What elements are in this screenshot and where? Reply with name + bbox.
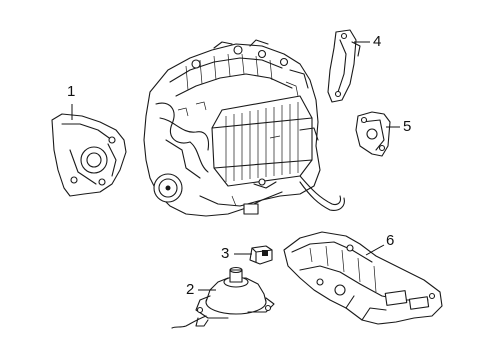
callout-2: 2: [186, 281, 195, 298]
callout-3: 3: [221, 245, 230, 262]
part-4-bracket: [327, 29, 361, 103]
callout-4: 4: [373, 33, 382, 50]
part-6-crossmember: [283, 231, 443, 325]
callout-5: 5: [403, 118, 412, 135]
callout-6: 6: [386, 232, 395, 249]
leader-line-6: [365, 244, 385, 256]
part-3-sensor: [249, 245, 273, 265]
callout-1: 1: [67, 83, 76, 100]
engine-assembly: [143, 39, 345, 217]
part-2-mount-with-wire: [171, 266, 275, 329]
part-1-engine-mount-bracket: [51, 113, 127, 197]
part-5-mount: [355, 111, 391, 157]
